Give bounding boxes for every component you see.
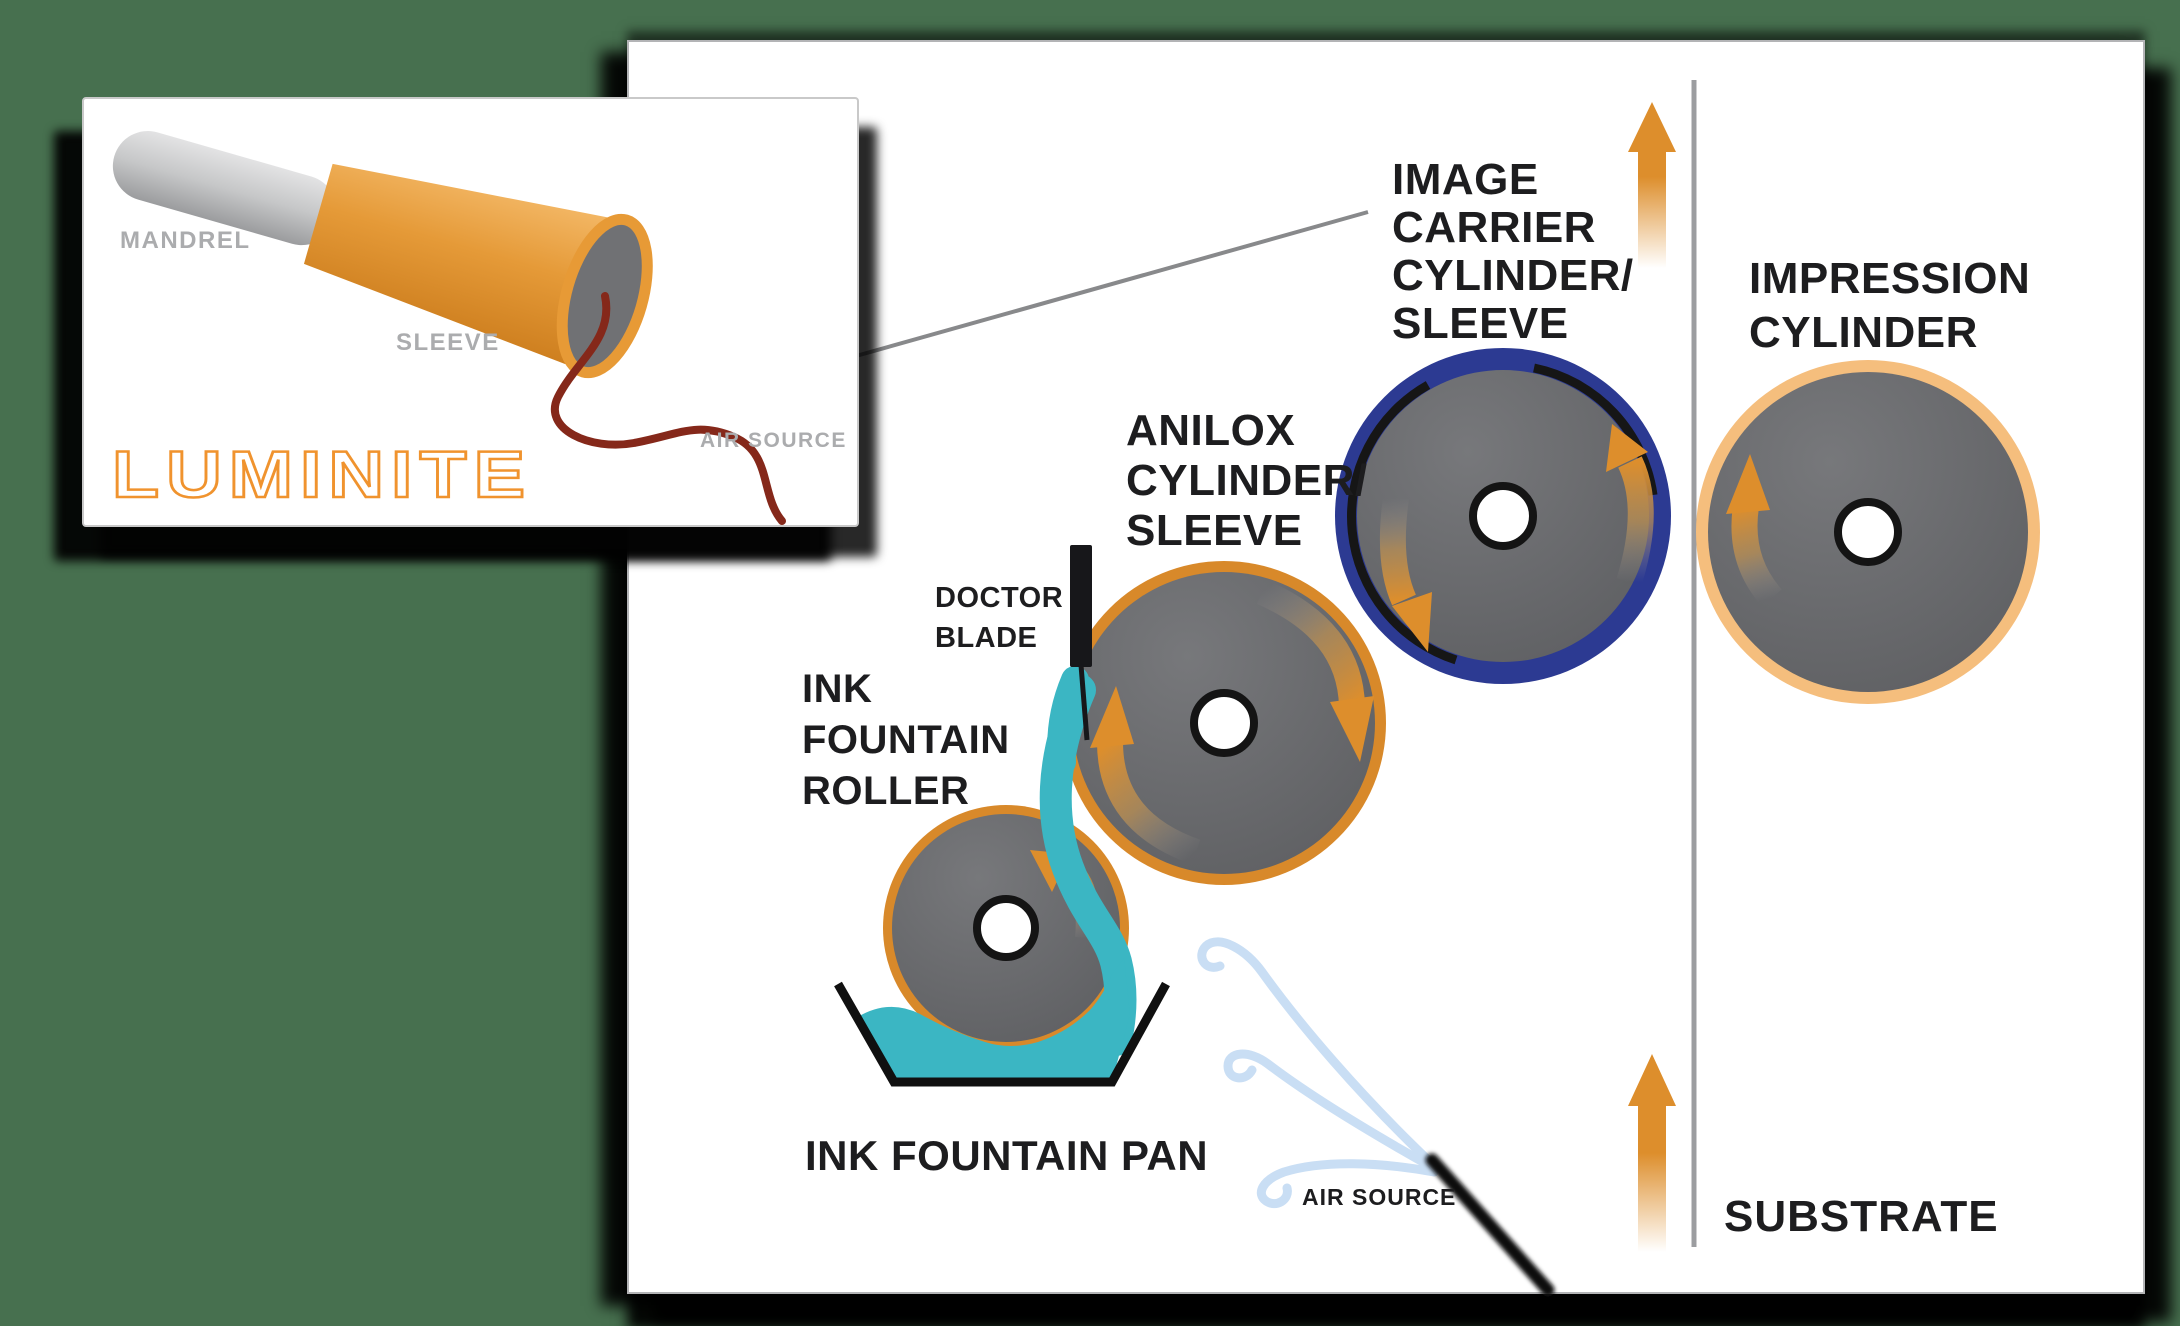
sleeve-cylinder-group — [112, 131, 653, 379]
label-ink-fountain-roller: INK FOUNTAIN ROLLER — [802, 664, 1010, 817]
label-line: CYLINDER/ — [1392, 251, 1634, 300]
label-image-carrier: IMAGE CARRIER CYLINDER/ SLEEVE — [1392, 156, 1634, 348]
air-tube — [551, 292, 786, 525]
rotation-arrow-anilox-left — [1090, 686, 1201, 865]
doctor-blade-shape — [1070, 545, 1092, 741]
label-line: FOUNTAIN — [802, 718, 1010, 762]
impression-cylinder — [1696, 360, 2040, 704]
label-line: IMAGE — [1392, 155, 1539, 204]
sleeve-illustration: LUMINITE — [111, 131, 786, 525]
web-direction-up-arrow-top — [1628, 102, 1676, 268]
label-anilox: ANILOX CYLINDER/ SLEEVE — [1126, 406, 1368, 556]
label-line: BLADE — [935, 622, 1038, 654]
rotation-arrow-carrier-right — [1606, 424, 1654, 586]
sleeve-inset-card: LUMINITE MANDREL SLEEVE AIR SOURCE — [82, 97, 859, 527]
luminite-logo: LUMINITE — [112, 437, 532, 511]
label-line: CYLINDER/ — [1126, 456, 1368, 505]
rotation-arrow-anilox-right — [1256, 580, 1374, 762]
label-impression-cylinder: IMPRESSION CYLINDER — [1749, 252, 2030, 360]
label-inset-air-source: AIR SOURCE — [700, 429, 847, 452]
label-line: SLEEVE — [1392, 299, 1569, 348]
rotation-arrow-carrier-left — [1379, 496, 1432, 652]
label-mandrel: MANDREL — [120, 227, 251, 254]
air-nozzle — [1425, 1153, 1555, 1297]
label-substrate: SUBSTRATE — [1724, 1192, 1999, 1241]
web-direction-up-arrow-bottom — [1628, 1054, 1676, 1252]
label-line: SLEEVE — [1126, 506, 1303, 555]
label-sleeve: SLEEVE — [396, 329, 500, 356]
ink-pool — [856, 958, 1130, 1082]
label-line: CYLINDER — [1749, 308, 1978, 357]
sleeve-body-shape — [303, 163, 627, 371]
label-ink-fountain-pan: INK FOUNTAIN PAN — [805, 1132, 1209, 1179]
mandrel-shape — [112, 131, 337, 246]
label-doctor-blade: DOCTOR BLADE — [935, 578, 1063, 658]
ink-fountain-pan-shape — [834, 981, 1170, 1087]
label-line: INK — [802, 667, 873, 711]
label-line: IMPRESSION — [1749, 254, 2031, 303]
rotation-arrow-impression — [1726, 454, 1782, 607]
air-flow-swirls — [1197, 937, 1439, 1209]
label-line: ROLLER — [802, 769, 970, 813]
label-line: DOCTOR — [935, 582, 1064, 614]
label-line: ANILOX — [1126, 406, 1296, 455]
label-line: CARRIER — [1392, 203, 1596, 252]
label-air-source: AIR SOURCE — [1302, 1184, 1457, 1210]
leader-line — [855, 210, 1369, 358]
